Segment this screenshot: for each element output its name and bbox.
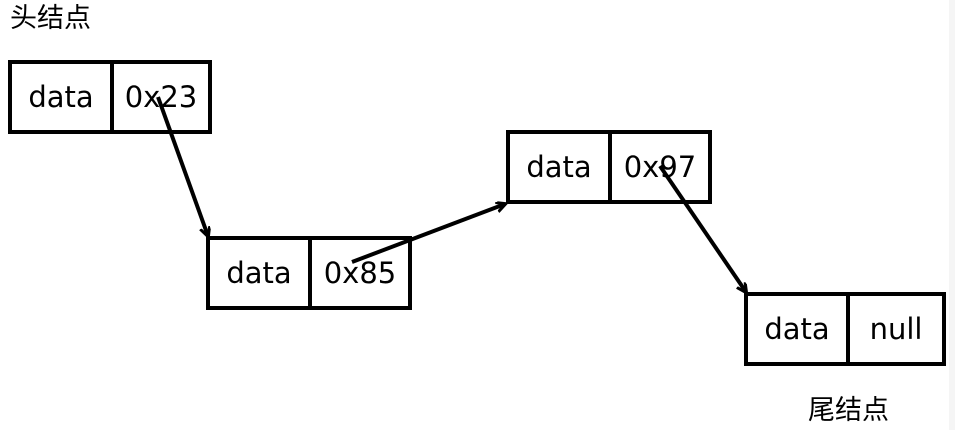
list-node-2: data 0x85 <box>206 236 412 310</box>
node-2-data-cell: data <box>210 240 312 306</box>
node-1-data-cell: data <box>12 64 114 130</box>
list-node-1: data 0x23 <box>8 60 212 134</box>
node-4-data-cell: data <box>748 296 850 362</box>
node-3-pointer-cell: 0x97 <box>623 150 697 184</box>
right-edge-strip <box>949 0 955 430</box>
node-3-data-cell: data <box>510 134 612 200</box>
node-4-pointer-cell: null <box>869 312 923 346</box>
node-2-pointer-cell: 0x85 <box>323 256 397 290</box>
head-node-label: 头结点 <box>10 3 91 34</box>
tail-node-label: 尾结点 <box>808 395 889 426</box>
list-node-3: data 0x97 <box>506 130 712 204</box>
node-1-pointer-cell: 0x23 <box>124 80 198 114</box>
list-node-4: data null <box>744 292 946 366</box>
